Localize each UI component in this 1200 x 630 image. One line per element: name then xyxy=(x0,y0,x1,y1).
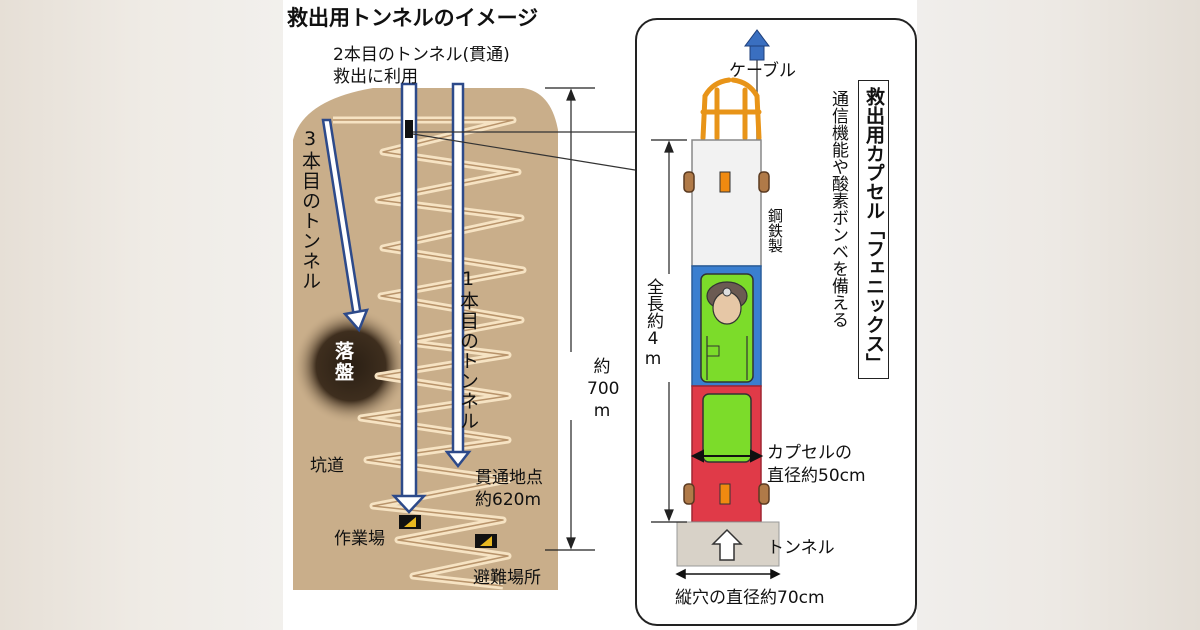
material-label: 鋼鉄製 xyxy=(766,208,784,253)
diagram-title: 救出用トンネルのイメージ xyxy=(287,6,539,30)
capsule-diameter-label: カプセルの xyxy=(767,443,852,463)
zoom-connector xyxy=(412,131,635,171)
hinanbasho-icon xyxy=(475,534,497,548)
sagyoba-label: 作業場 xyxy=(334,529,385,549)
tunnel2-arrow xyxy=(391,82,427,514)
rakuban-label: 落盤 xyxy=(332,341,354,383)
tunnel2-sublabel: 救出に利用 xyxy=(333,67,418,87)
tunnel-label: トンネル xyxy=(767,538,835,558)
hinanbasho-label: 避難場所 xyxy=(473,568,541,588)
depth-label-line1: 約 xyxy=(593,357,611,377)
capsule-name-label: 救出用カプセル「フェニックス」 xyxy=(858,80,889,379)
hole-diameter-label: 縦穴の直径約70cm xyxy=(675,588,825,608)
tunnel2-label: 2本目のトンネル(貫通) xyxy=(333,45,510,65)
tunnel1-label: 1本目のトンネル xyxy=(457,268,479,431)
depth-label-line2: 700 xyxy=(587,379,620,399)
mine-cross-section xyxy=(293,82,635,590)
depth-label-line3: m xyxy=(593,401,611,421)
kodo-label: 坑道 xyxy=(310,456,344,476)
kantsu-label: 貫通地点 xyxy=(475,468,543,488)
cable-label: ケーブル xyxy=(729,61,796,81)
rakuban-collapse xyxy=(293,308,409,424)
diagram-panel: 救出用トンネルのイメージ 2本目のトンネル(貫通) 救出に利用 3本目のトンネル… xyxy=(283,0,917,630)
capsule-features-label: 通信機能や酸素ボンベを備える xyxy=(828,90,848,328)
depth-label: 約 700 m xyxy=(587,356,620,422)
sagyoba-icon xyxy=(399,515,421,529)
tunnel3-arrow xyxy=(321,118,369,333)
kantsu-depth-label: 約620m xyxy=(475,490,542,510)
tunnel3-label: 3本目のトンネル xyxy=(299,128,321,291)
tunnel1-arrow xyxy=(444,82,472,469)
capsule-diameter-value: 直径約50cm xyxy=(767,466,866,486)
length-label: 全長約4m xyxy=(643,278,663,369)
depth-dimension xyxy=(545,87,595,551)
